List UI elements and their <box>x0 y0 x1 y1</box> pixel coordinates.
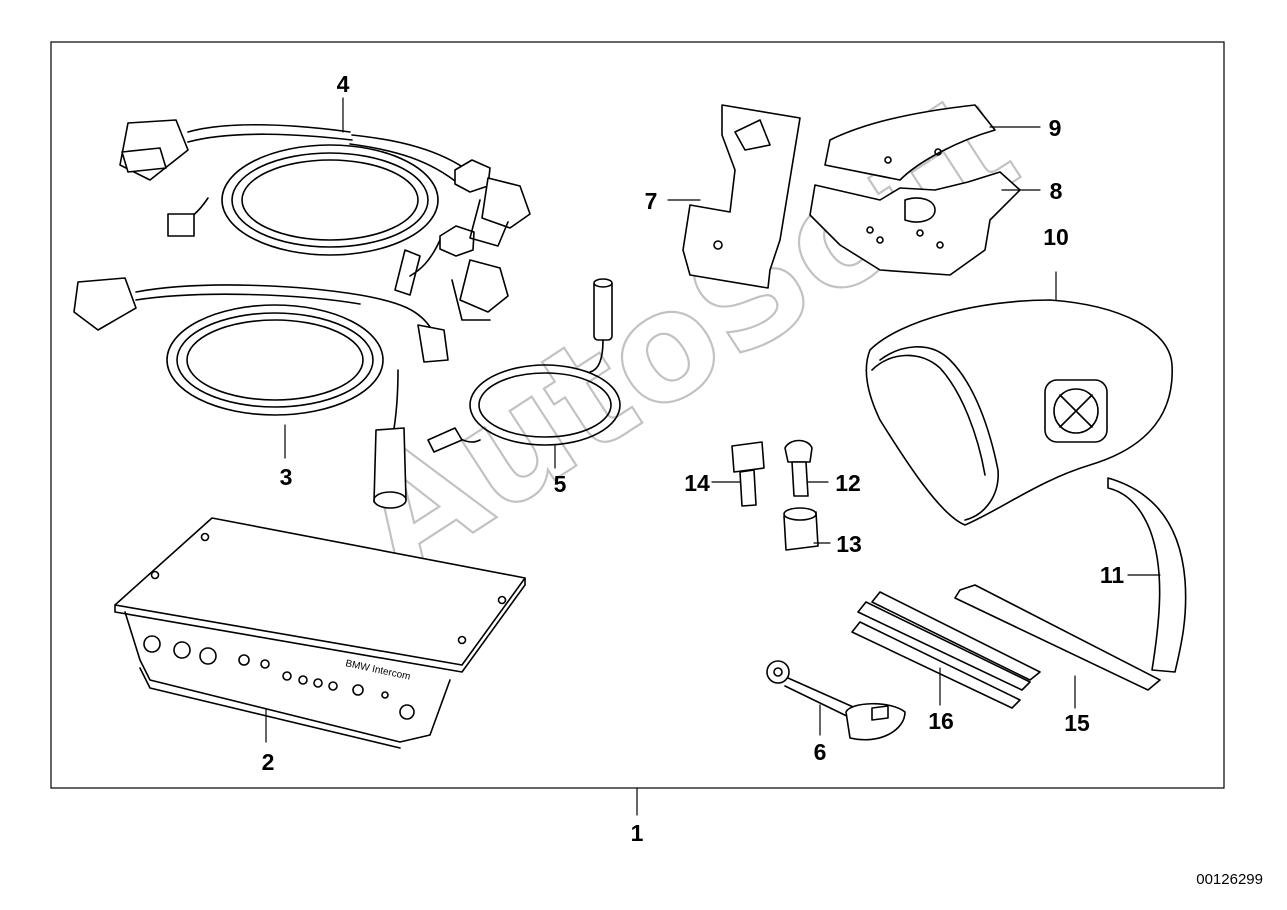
callout-6: 6 <box>814 739 827 765</box>
part-5-cable <box>427 278 621 453</box>
part-8-plate <box>809 171 1021 276</box>
callout-9: 9 <box>1049 115 1062 141</box>
part-10-tank-bag <box>865 299 1173 526</box>
part-11-strap <box>1107 477 1187 673</box>
callout-12: 12 <box>835 470 861 496</box>
callout-5: 5 <box>554 471 567 497</box>
callout-1: 1 <box>631 820 644 846</box>
part-16-cable-ties <box>851 591 1041 709</box>
part-7-bracket <box>682 104 801 289</box>
leader-lines <box>265 97 1161 816</box>
callout-11: 11 <box>1100 562 1125 588</box>
part-12-screw <box>784 439 813 497</box>
part-14-screw <box>731 441 765 507</box>
callout-8: 8 <box>1050 178 1063 204</box>
callout-10: 10 <box>1043 224 1069 250</box>
part-9-plate <box>824 104 996 181</box>
callout-15: 15 <box>1064 710 1090 736</box>
part-3-wiring-harness <box>73 277 449 509</box>
callout-2: 2 <box>262 749 275 775</box>
callout-3: 3 <box>280 464 293 490</box>
callout-7: 7 <box>645 188 658 214</box>
part-13-spacer <box>783 507 819 551</box>
callout-14: 14 <box>684 470 710 496</box>
part-6-tool <box>766 660 906 741</box>
callout-4: 4 <box>337 71 350 97</box>
callout-13: 13 <box>836 531 862 557</box>
callout-16: 16 <box>928 708 954 734</box>
part-4-wiring-harness <box>119 119 531 321</box>
part-2-intercom-module <box>114 517 526 749</box>
image-number: 00126299 <box>1196 871 1263 888</box>
part-15-velcro-strip <box>954 584 1161 691</box>
